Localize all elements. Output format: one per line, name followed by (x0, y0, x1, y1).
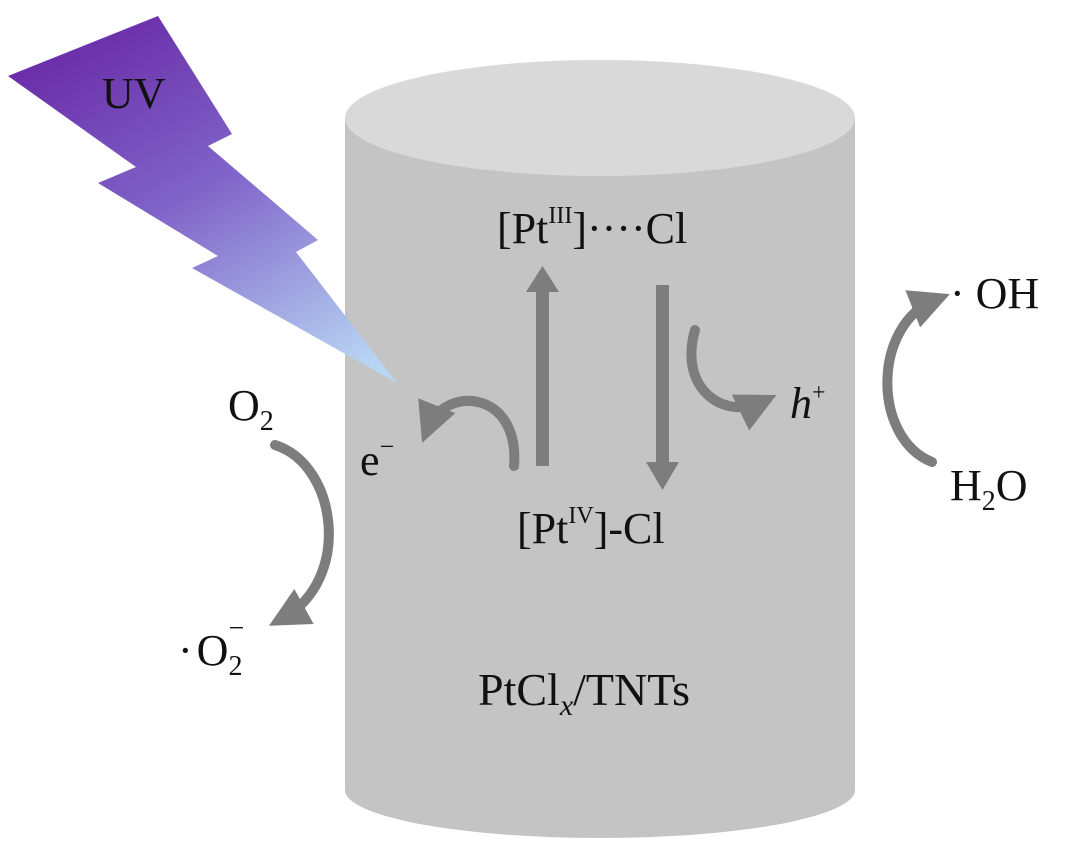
catalyst-label: PtClx/TNTs (478, 664, 690, 722)
uv-label: UV (102, 69, 166, 118)
oxygen-label: O2 (228, 381, 274, 437)
up-arrow-shaft (536, 290, 549, 466)
water-label: H2O (950, 461, 1028, 517)
catalyst-cylinder (345, 60, 855, 838)
uv-lightning-bolt (8, 16, 397, 383)
pt3-complex-label: [PtIII]····Cl (497, 203, 687, 253)
hydroxyl-label: · OH (950, 269, 1039, 318)
down-arrow-shaft (656, 285, 669, 465)
superoxide-label: ·O2− (178, 613, 244, 682)
cylinder-top (345, 60, 855, 176)
water-oxidation-arrow (887, 300, 935, 462)
oxygen-reduction-arrow (275, 445, 329, 618)
